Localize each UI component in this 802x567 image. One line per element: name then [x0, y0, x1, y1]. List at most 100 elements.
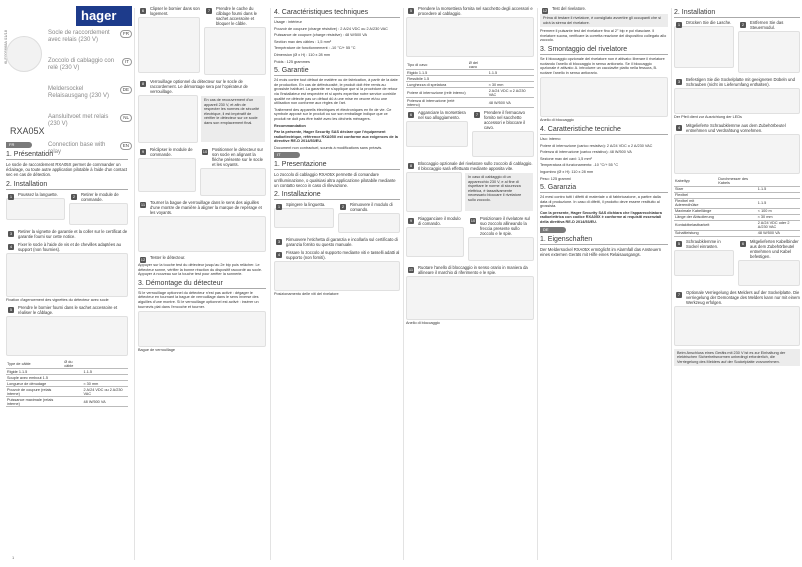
- illustration: [6, 252, 128, 297]
- language-code: EN: [119, 142, 132, 150]
- step-text: Retirer la vignette de garantie et la co…: [18, 228, 128, 239]
- wiring-illustration: [674, 133, 800, 174]
- section-title: 3. Démontage du détecteur: [138, 280, 266, 289]
- step-number: 2: [740, 22, 746, 28]
- language-code: NL: [120, 114, 132, 122]
- illustration: [468, 237, 534, 261]
- table-row: Lunghezza di spelatura≈ 30 mm: [406, 81, 534, 88]
- illustration: [274, 208, 334, 229]
- step-text: Fixer le socle à l'aide de vis et de che…: [18, 241, 121, 252]
- spec-item: Potenza di interruzione (carico resistiv…: [540, 150, 632, 155]
- step-number: 1: [8, 193, 14, 200]
- step-text: Rimuovere il modulo di comando.: [350, 202, 393, 213]
- step-number: 3: [676, 79, 682, 85]
- step-text: Befestigen Sie die Sockelplatte mit geei…: [686, 77, 795, 87]
- step: 2 Entfernen Sie das Steuermodul.: [738, 20, 800, 74]
- illustration: [738, 31, 800, 73]
- illustration: [274, 261, 400, 292]
- section-title: 2. Installazione: [274, 191, 400, 201]
- language-code: DE: [119, 86, 132, 94]
- language-code: FR: [120, 30, 132, 38]
- caption: Anello di bloccaggio: [406, 321, 440, 325]
- step-number: 7: [676, 291, 682, 298]
- spec-item: Potere di interruzione (carico resistivo…: [540, 143, 653, 148]
- section-text: 24 mesi contro tutti i difetti di materi…: [540, 195, 661, 209]
- step: 11 Ruotare l'anello di bloccaggio in sen…: [406, 265, 534, 326]
- section-text: Lo zoccolo di cablaggio RXA05X permette …: [274, 172, 396, 188]
- column-divider: [134, 8, 135, 560]
- step-number: 10: [470, 218, 476, 224]
- step-number: 11: [140, 202, 146, 208]
- illustration: [338, 213, 400, 234]
- step: 8 Bloccaggio opzionale del rivelatore su…: [406, 161, 534, 213]
- illustration: [138, 311, 266, 348]
- test-instructions: Premere il pulsante test del rivelatore …: [540, 29, 667, 43]
- spec-item: Ingombro (Ø x H): 110 x 28 mm: [540, 169, 594, 174]
- step: 8 Verrouillage optionnel du détecteur su…: [138, 79, 266, 144]
- step-row: 9 Riagganciare il modulo di comando. 10 …: [406, 216, 534, 265]
- step-number: 6: [408, 112, 414, 118]
- illustration: [674, 249, 734, 276]
- wiring-illustration: [6, 316, 128, 357]
- spec-item: Température de fonctionnement : -10 °C/+…: [274, 46, 356, 51]
- step-text: Poussez la languette.: [18, 191, 59, 197]
- test-instructions: Appuyer sur la touche test du détecteur …: [138, 263, 263, 277]
- illustration: [69, 202, 128, 225]
- illustration: [138, 158, 196, 192]
- step-text: Prendere il fermacavo fornito nel sacche…: [484, 110, 526, 130]
- step: 10 Positionner le détecteur sur son socl…: [200, 147, 266, 197]
- step-row: 1 Spingere la linguetta. 2 Rimuovere il …: [274, 202, 400, 237]
- step: 3 Retirer la vignette de garantie et la …: [6, 229, 128, 239]
- caption: Fixation d'agencement des vignettes du d…: [6, 297, 109, 302]
- step-text: Prendre le cache du câblage fourni dans …: [216, 6, 257, 26]
- model-reference: RXA05X: [10, 126, 45, 136]
- language-item-fr: Socle de raccordement avec relais (230 V…: [48, 30, 132, 58]
- step-number: 1: [676, 22, 682, 28]
- step-number: 6: [140, 8, 146, 14]
- section-subtitle: Recommandation: [274, 123, 306, 128]
- language-tab-it: IT: [274, 152, 300, 159]
- section-text: Si le verrouillage optionnel du détecteu…: [138, 290, 259, 309]
- step-number: 1: [276, 204, 282, 211]
- illustration: [138, 95, 198, 143]
- fr-it-content: 4. Caractéristiques techniques Usage : i…: [272, 0, 402, 297]
- section-title: 4. Caractéristiques techniques: [274, 9, 400, 18]
- step-number: 7: [474, 112, 480, 118]
- step-row: 6 Agganciare la morsettiera nel suo allo…: [406, 110, 534, 161]
- language-item-nl: Aansluitvoet met relais (230 V)NL: [48, 114, 132, 142]
- step: 3 Rimuovere l'etichetta di garanzia e in…: [274, 237, 400, 247]
- step-text: Spingere la linguetta.: [286, 202, 326, 208]
- step: 1 Poussez la languette.: [6, 192, 65, 226]
- illustration: [138, 216, 266, 252]
- step-number: 5: [676, 240, 682, 247]
- step-number: 4: [676, 124, 682, 131]
- spec-item: Poids : 125 grammes: [274, 59, 310, 64]
- step-row: 5 Schraubklemme in Sockel einrasten. 6 M…: [674, 239, 800, 290]
- step-row: 9 Réclipser le module de commande. 10 Po…: [138, 147, 266, 200]
- page-number: 1: [12, 555, 15, 560]
- fr-content: FR 1. Présentation Le socle de raccordem…: [6, 140, 128, 409]
- step-text: Test del rivelatore.: [552, 6, 586, 11]
- step: 5 Schraubklemme in Sockel einrasten.: [674, 239, 734, 287]
- column-divider: [403, 8, 404, 560]
- language-tab-de: DE: [540, 226, 566, 233]
- step-text: Retirer le module de commande.: [81, 191, 119, 202]
- step-text: Optionale Verriegelung des Melders auf d…: [686, 289, 800, 305]
- declaration: Con la presente, Hager Security SAS dich…: [540, 210, 662, 225]
- step-text: Prendere la morsettiera fornita nel sacc…: [418, 6, 533, 16]
- hager-logo: hager: [76, 6, 132, 26]
- column-4: 5 Prendere la morsettiera fornita nel sa…: [404, 0, 536, 567]
- step-text: Rimuovere l'etichetta di garanzia e inco…: [286, 237, 398, 248]
- step-number: 9: [140, 149, 146, 155]
- caption: Anello di bloccaggio: [540, 118, 574, 123]
